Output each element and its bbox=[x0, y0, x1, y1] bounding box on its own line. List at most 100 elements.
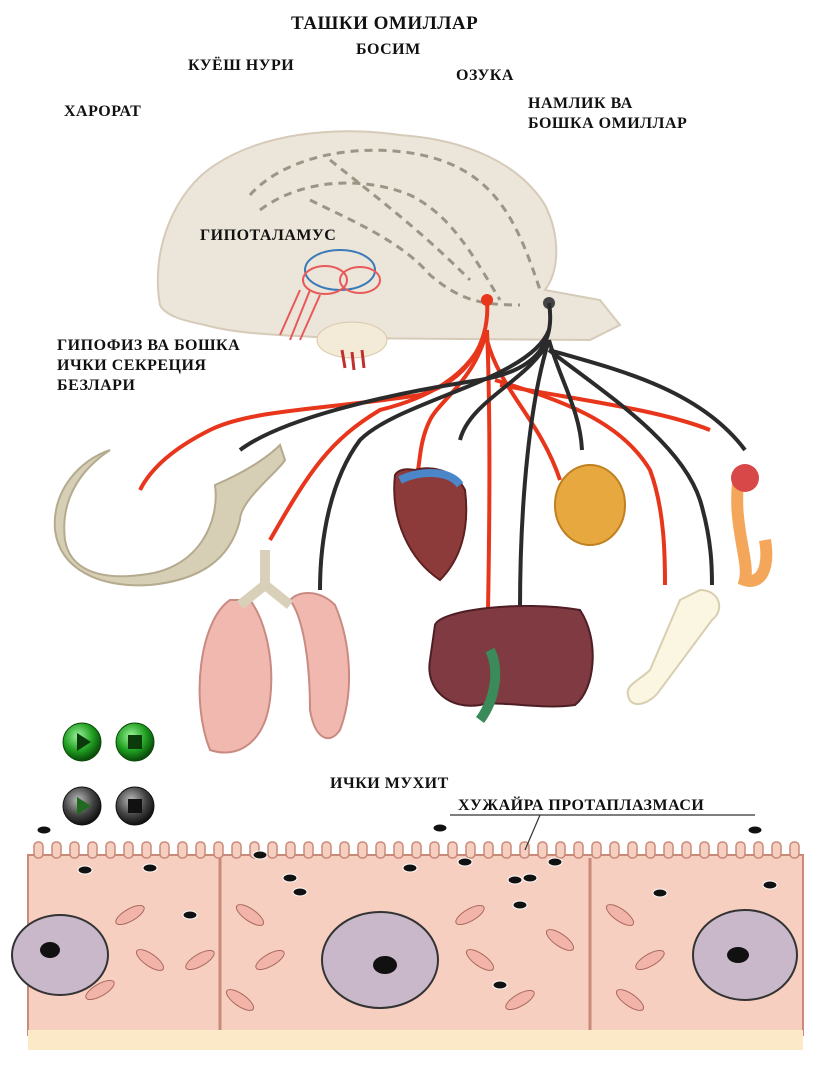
microvillus bbox=[411, 841, 422, 859]
mitochondrion bbox=[505, 989, 535, 1011]
cytoplasm-particles bbox=[36, 823, 778, 1011]
microvillus bbox=[195, 841, 206, 859]
vesicle bbox=[252, 850, 268, 860]
brain bbox=[156, 130, 622, 342]
microvillus bbox=[663, 841, 674, 859]
microvillus bbox=[573, 841, 584, 859]
microvillus bbox=[537, 841, 548, 859]
play-icon bbox=[62, 786, 102, 826]
trachea bbox=[236, 550, 294, 609]
vesicle bbox=[282, 873, 298, 883]
play-button-inactive[interactable] bbox=[62, 786, 102, 826]
heart-vessels bbox=[398, 469, 464, 488]
microvillus bbox=[501, 841, 512, 859]
mitochondrion bbox=[615, 989, 645, 1011]
vesicle bbox=[432, 823, 448, 833]
vesicle bbox=[762, 880, 778, 890]
microvillus bbox=[123, 841, 134, 859]
microvillus bbox=[51, 841, 62, 859]
play-button-active[interactable] bbox=[62, 722, 102, 762]
vesicle bbox=[747, 825, 763, 835]
mitochondrion bbox=[545, 929, 575, 951]
mitochondrion bbox=[635, 949, 665, 971]
vesicle bbox=[77, 865, 93, 875]
microvillus bbox=[321, 841, 332, 859]
microvillus bbox=[69, 841, 80, 859]
stomach-organ bbox=[53, 443, 287, 587]
mitochondrion bbox=[455, 904, 485, 926]
play-icon bbox=[62, 722, 102, 762]
label-temperature: ХАРОРАТ bbox=[64, 103, 142, 120]
mitochondrion bbox=[255, 949, 285, 971]
microvillus bbox=[285, 841, 296, 859]
microvillus bbox=[159, 841, 170, 859]
glomerulus bbox=[731, 464, 759, 492]
stop-button-active[interactable] bbox=[115, 722, 155, 762]
mitochondrion bbox=[225, 989, 255, 1011]
mitochondrion bbox=[185, 949, 215, 971]
vesicle bbox=[547, 857, 563, 867]
liver-organ bbox=[428, 605, 594, 708]
microvillus bbox=[789, 841, 800, 859]
label-food: ОЗУКА bbox=[456, 67, 514, 84]
heart-organ bbox=[393, 467, 468, 582]
stop-icon bbox=[115, 786, 155, 826]
gland-organ bbox=[554, 464, 626, 546]
microvillus bbox=[213, 841, 224, 859]
tissue-strip bbox=[27, 854, 804, 1050]
vesicle bbox=[652, 888, 668, 898]
mitochondrion bbox=[605, 904, 635, 926]
microvillus bbox=[717, 841, 728, 859]
microvillus bbox=[681, 841, 692, 859]
microvillus bbox=[591, 841, 602, 859]
afferent-nerves bbox=[238, 302, 747, 611]
microvillus bbox=[141, 841, 152, 859]
microvillus bbox=[375, 841, 386, 859]
stop-icon bbox=[115, 722, 155, 762]
lungs-organ bbox=[198, 592, 351, 754]
microvillus bbox=[231, 841, 242, 859]
vesicle bbox=[182, 910, 198, 920]
microvillus bbox=[555, 841, 566, 859]
page-title: ТАШКИ ОМИЛЛАР bbox=[291, 13, 479, 34]
microvillus bbox=[177, 841, 188, 859]
microvillus bbox=[393, 841, 404, 859]
label-hypothalamus: ГИПОТАЛАМУС bbox=[200, 227, 337, 244]
microvillus bbox=[483, 841, 494, 859]
vesicle bbox=[522, 873, 538, 883]
efferent-nerves bbox=[138, 299, 711, 611]
mitochondrion bbox=[115, 904, 145, 926]
microvillus bbox=[447, 841, 458, 859]
microvillus bbox=[609, 841, 620, 859]
vesicle bbox=[36, 825, 52, 835]
vesicle bbox=[292, 887, 308, 897]
microvillus bbox=[303, 841, 314, 859]
microvillus bbox=[105, 841, 116, 859]
mitochondrion bbox=[465, 949, 495, 971]
label-sunlight: КУЁШ НУРИ bbox=[188, 57, 295, 74]
label-humidity: НАМЛИК ВА БОШКА ОМИЛЛАР bbox=[528, 95, 688, 132]
stop-button-inactive[interactable] bbox=[115, 786, 155, 826]
microvillus bbox=[627, 841, 638, 859]
vesicle bbox=[492, 980, 508, 990]
microvillus bbox=[87, 841, 98, 859]
microvillus bbox=[645, 841, 656, 859]
nephron-organ bbox=[731, 468, 773, 587]
microvillus bbox=[771, 841, 782, 859]
mitochondrion bbox=[85, 979, 115, 1001]
microvillus bbox=[33, 841, 44, 859]
pituitary-ducts bbox=[340, 349, 366, 371]
microvillus bbox=[429, 841, 440, 859]
vesicle bbox=[142, 863, 158, 873]
protoplasm-pointer bbox=[450, 814, 755, 851]
microvillus bbox=[699, 841, 710, 859]
cell-nuclei bbox=[11, 909, 798, 1009]
bone-organ bbox=[626, 588, 721, 705]
label-protoplasm: ХУЖАЙРА ПРОТАПЛАЗМАСИ bbox=[458, 797, 705, 814]
microvillus bbox=[735, 841, 746, 859]
microvillus bbox=[357, 841, 368, 859]
mitochondrion bbox=[235, 904, 265, 926]
microvillus bbox=[267, 841, 278, 859]
gallbladder bbox=[475, 647, 501, 723]
